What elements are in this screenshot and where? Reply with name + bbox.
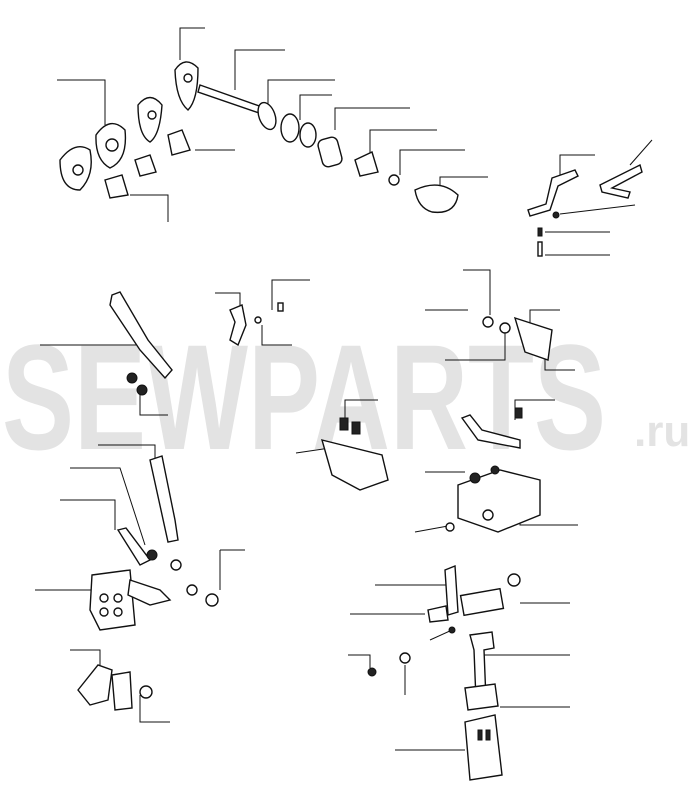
center-feed-plate xyxy=(320,417,389,491)
middle-small-bracket xyxy=(229,302,284,347)
left-lower-assembly xyxy=(89,455,219,631)
shaft xyxy=(197,84,266,115)
top-assembly xyxy=(59,61,459,214)
middle-left-lever xyxy=(109,291,173,396)
bottom-left-bracket xyxy=(77,664,153,711)
upper-right-parts xyxy=(527,163,643,257)
right-middle-parts xyxy=(445,316,553,533)
bottom-right-parts xyxy=(367,564,521,781)
leader-lines xyxy=(35,27,653,751)
watermark-suffix: .ru xyxy=(634,407,691,456)
